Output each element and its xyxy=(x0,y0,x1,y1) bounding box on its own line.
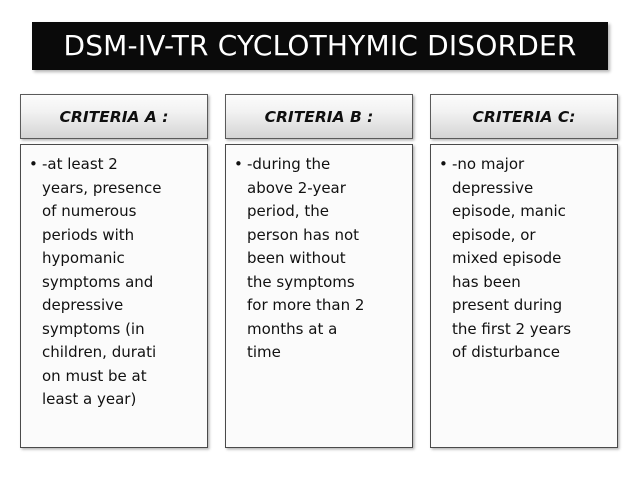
list-item: • -at least 2 years, presence of numerou… xyxy=(28,153,201,412)
criteria-b-header: CRITERIA B : xyxy=(225,94,413,139)
criteria-a-header: CRITERIA A : xyxy=(20,94,208,139)
criteria-a-body: • -at least 2 years, presence of numerou… xyxy=(20,144,208,448)
criteria-column-a: CRITERIA A : • -at least 2 years, presen… xyxy=(20,94,208,448)
page-title: DSM-IV-TR CYCLOTHYMIC DISORDER xyxy=(63,29,577,62)
criteria-b-header-label: CRITERIA B : xyxy=(264,107,374,126)
criteria-c-text: -no major depressive episode, manic epis… xyxy=(452,155,572,361)
criteria-column-b: CRITERIA B : • -during the above 2-year … xyxy=(225,94,413,448)
slide-title-banner: DSM-IV-TR CYCLOTHYMIC DISORDER xyxy=(32,22,608,70)
bullet-icon: • xyxy=(439,155,448,173)
list-item: • -no major depressive episode, manic ep… xyxy=(438,153,611,365)
criteria-c-header-label: CRITERIA C: xyxy=(472,107,576,126)
criteria-c-header: CRITERIA C: xyxy=(430,94,618,139)
criteria-b-body: • -during the above 2-year period, the p… xyxy=(225,144,413,448)
criteria-a-text: -at least 2 years, presence of numerous … xyxy=(42,155,162,408)
criteria-a-header-label: CRITERIA A : xyxy=(59,107,169,126)
bullet-icon: • xyxy=(234,155,243,173)
bullet-icon: • xyxy=(29,155,38,173)
criteria-b-text: -during the above 2-year period, the per… xyxy=(247,155,365,361)
criteria-columns: CRITERIA A : • -at least 2 years, presen… xyxy=(20,94,618,448)
list-item: • -during the above 2-year period, the p… xyxy=(233,153,406,365)
criteria-c-body: • -no major depressive episode, manic ep… xyxy=(430,144,618,448)
criteria-column-c: CRITERIA C: • -no major depressive episo… xyxy=(430,94,618,448)
